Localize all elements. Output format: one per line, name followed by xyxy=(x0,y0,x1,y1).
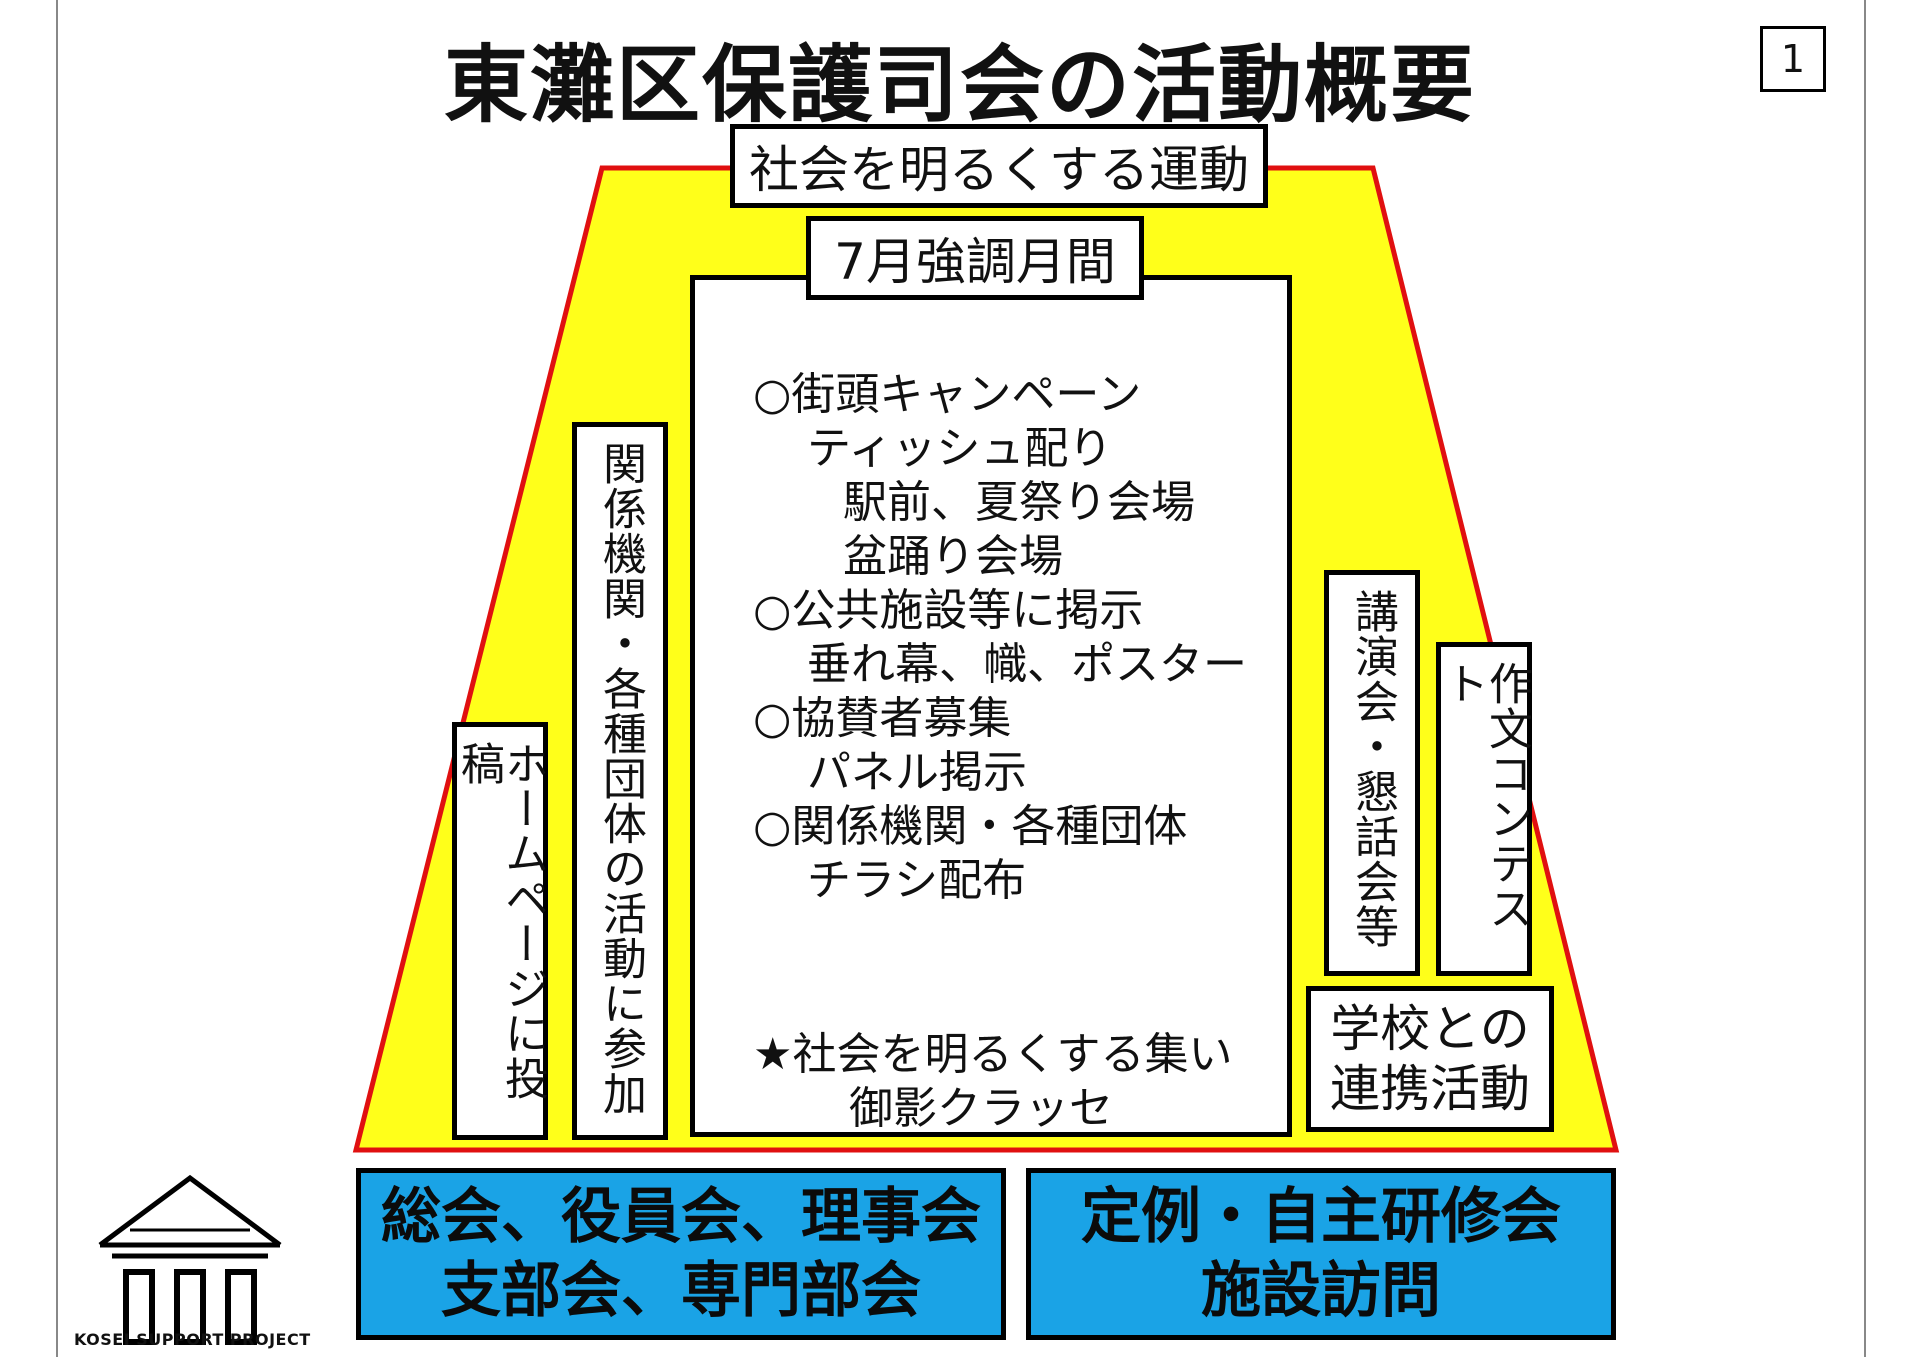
month-banner: 7月強調月間 xyxy=(806,216,1144,300)
top-banner: 社会を明るくする運動 xyxy=(730,124,1268,208)
list-item: 垂れ幕、幟、ポスター xyxy=(807,639,1247,690)
list-item: ティッシュ配り xyxy=(807,423,1113,474)
month-banner-label: 7月強調月間 xyxy=(834,233,1116,291)
list-item: ○街頭キャンペーン xyxy=(753,369,1142,420)
school-cooperation-box: 学校との 連携活動 xyxy=(1306,986,1554,1132)
top-banner-label: 社会を明るくする運動 xyxy=(749,141,1249,199)
partner-activity-box: 関係機関・各種団体の活動に参加 xyxy=(572,422,668,1140)
training-line-2: 施設訪問 xyxy=(1201,1256,1441,1326)
meetings-line-2: 支部会、専門部会 xyxy=(441,1256,921,1326)
center-list: ○街頭キャンペーン ティッシュ配り 駅前、夏祭り会場 盆踊り会場 ○公共施設等に… xyxy=(753,368,1247,908)
training-box: 定例・自主研修会 施設訪問 xyxy=(1026,1168,1616,1340)
list-item: ○公共施設等に掲示 xyxy=(753,585,1144,636)
list-item: ○関係機関・各種団体 xyxy=(753,801,1188,852)
slide-frame xyxy=(56,0,1866,1357)
school-line-1: 学校との xyxy=(1330,1000,1530,1058)
lecture-box: 講演会・懇話会等 xyxy=(1324,570,1420,976)
essay-contest-box: 作文コンテスト xyxy=(1436,642,1532,976)
center-panel: ○街頭キャンペーン ティッシュ配り 駅前、夏祭り会場 盆踊り会場 ○公共施設等に… xyxy=(690,275,1292,1137)
list-item: 駅前、夏祭り会場 xyxy=(843,477,1195,528)
homepage-post-box: ホームページに投稿 xyxy=(452,722,548,1140)
page-title: 東灘区保護司会の活動概要 xyxy=(443,36,1476,134)
meetings-box: 総会、役員会、理事会 支部会、専門部会 xyxy=(356,1168,1006,1340)
building-icon xyxy=(98,1174,282,1345)
meetings-line-1: 総会、役員会、理事会 xyxy=(381,1182,981,1252)
page-number: 1 xyxy=(1760,26,1826,92)
training-line-1: 定例・自主研修会 xyxy=(1081,1182,1561,1252)
list-item: 盆踊り会場 xyxy=(843,531,1063,582)
lecture-label: 講演会・懇話会等 xyxy=(1347,589,1398,949)
essay-contest-label: 作文コンテスト xyxy=(1437,661,1532,931)
school-line-2: 連携活動 xyxy=(1330,1060,1530,1118)
homepage-post-label: ホームページに投稿 xyxy=(453,741,548,1101)
list-item: 御影クラッセ xyxy=(849,1083,1113,1134)
list-item: ○協賛者募集 xyxy=(753,693,1012,744)
list-item: ★社会を明るくする集い xyxy=(753,1029,1233,1080)
logo-text: KOSEI SUPPORT PROJECT xyxy=(74,1330,311,1349)
list-item: パネル掲示 xyxy=(807,747,1027,798)
event-list: ★社会を明るくする集い 御影クラッセ xyxy=(753,1028,1232,1136)
partner-activity-label: 関係機関・各種団体の活動に参加 xyxy=(595,441,646,1116)
list-item: チラシ配布 xyxy=(807,855,1027,906)
